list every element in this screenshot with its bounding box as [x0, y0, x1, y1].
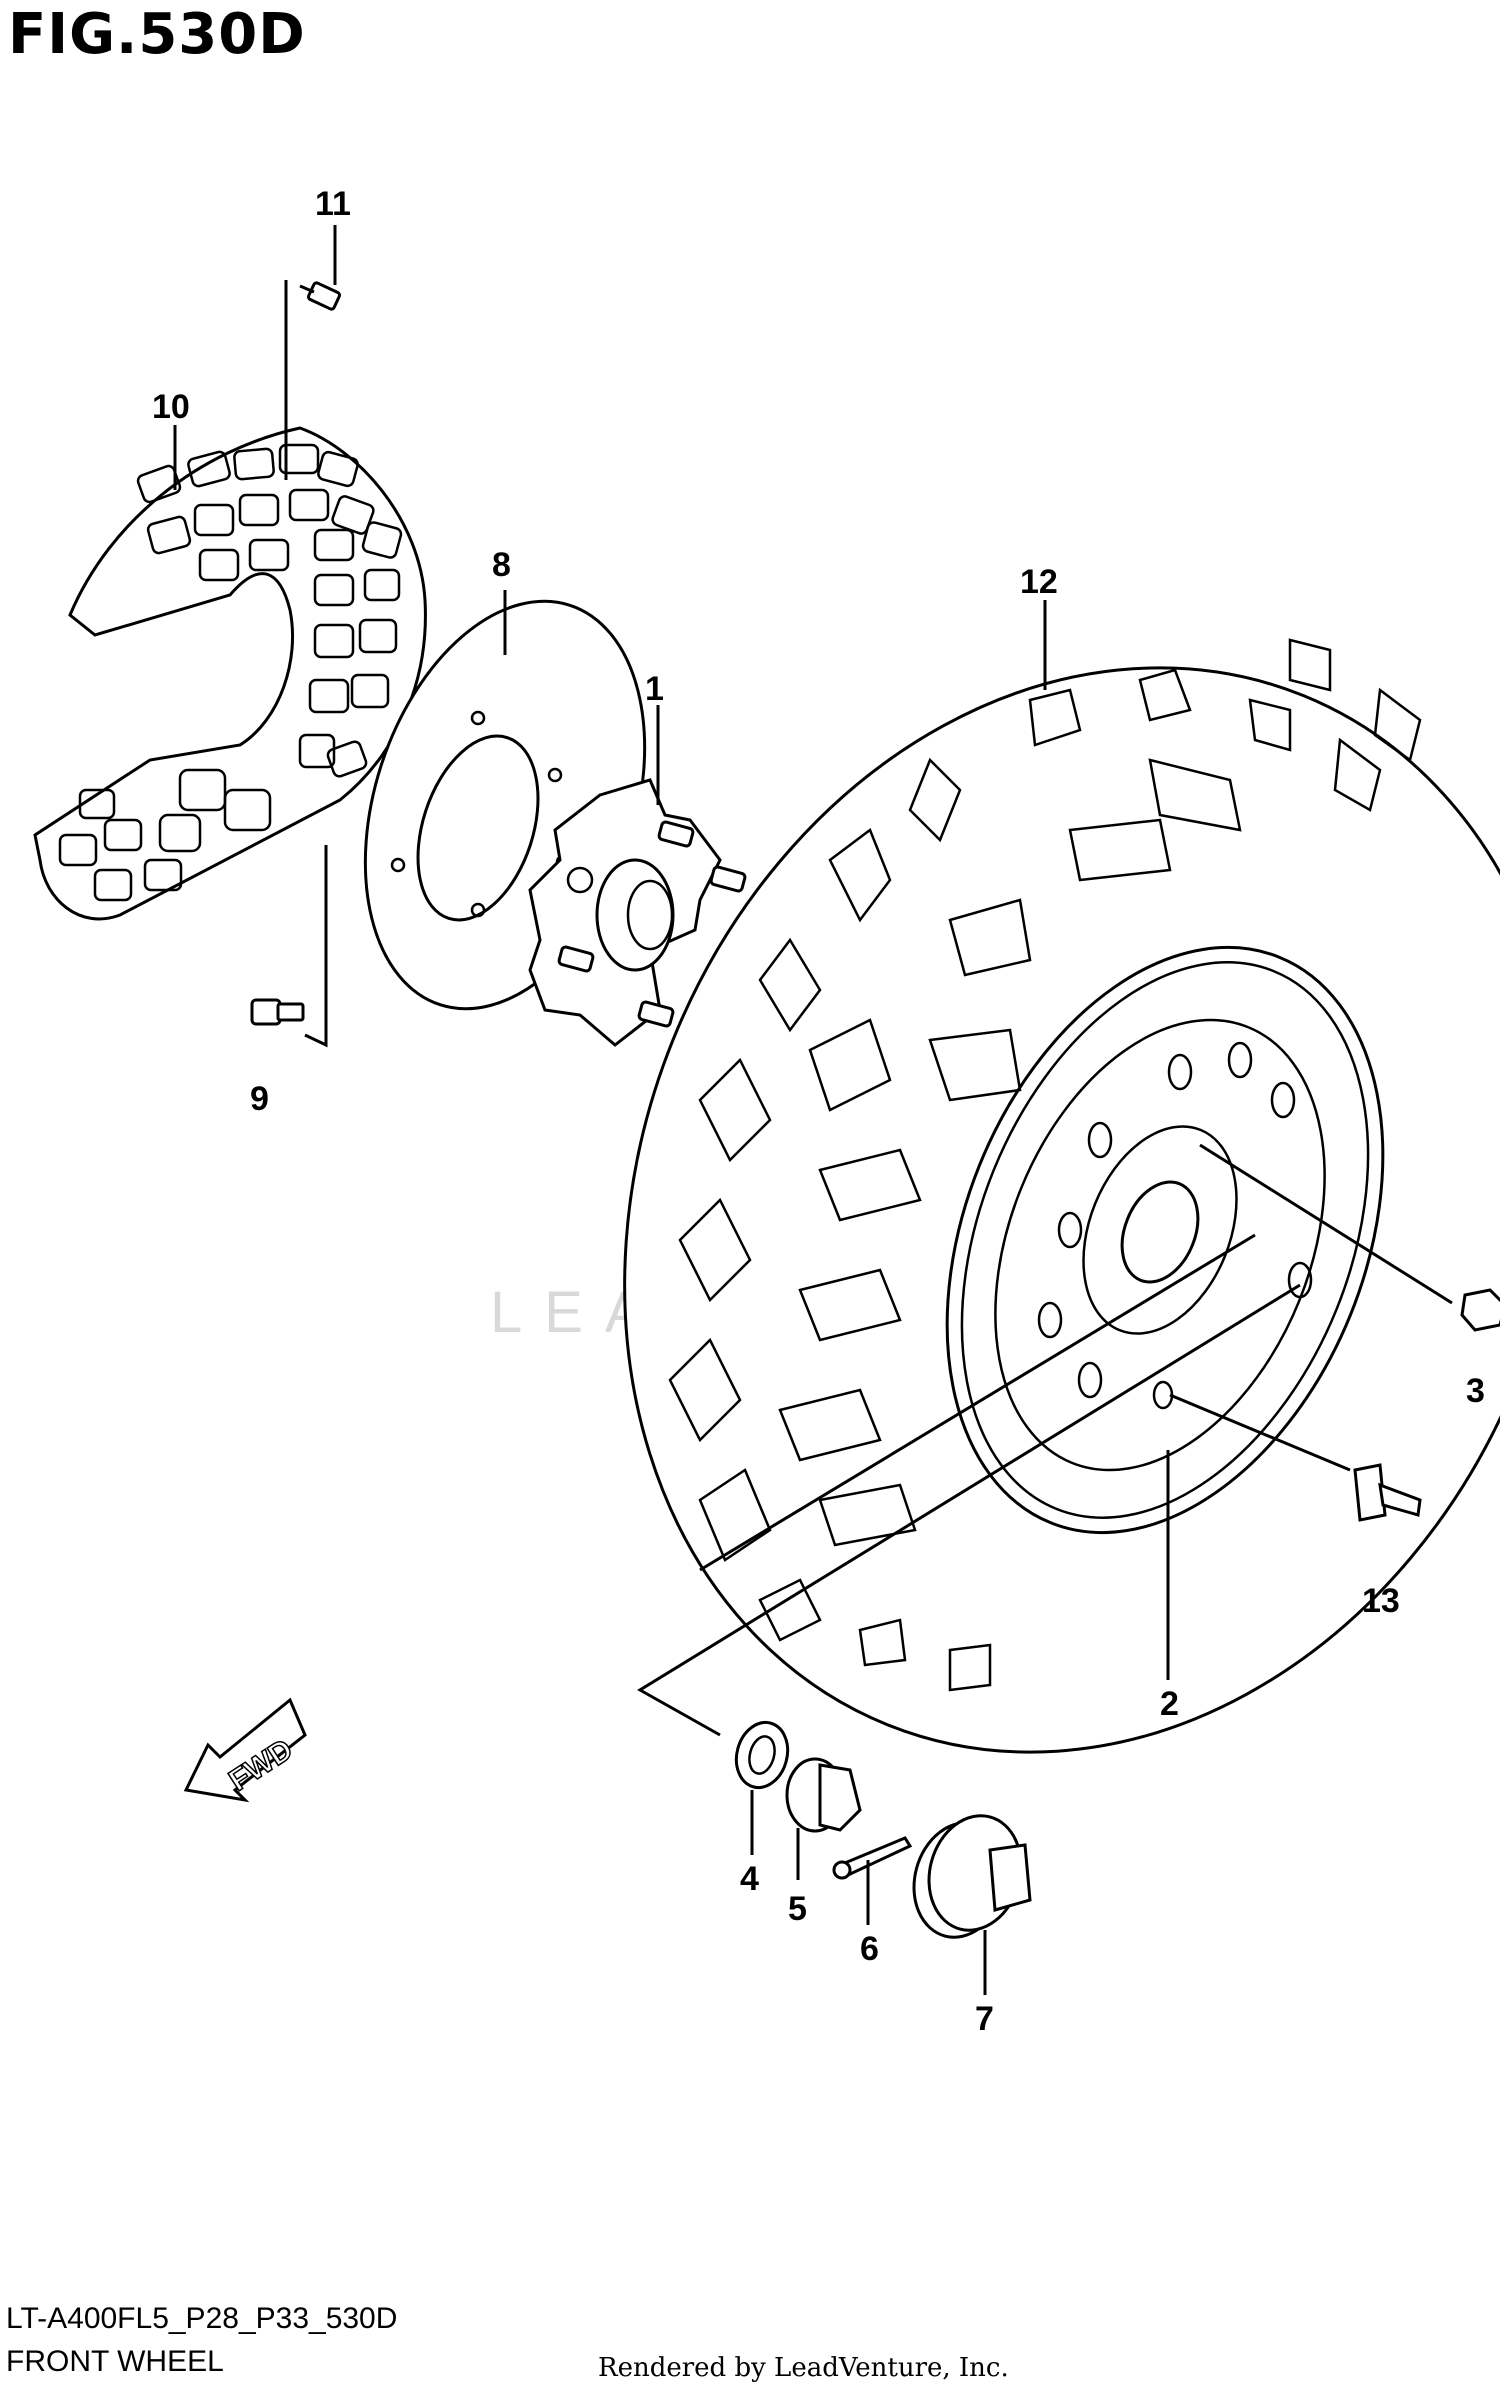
hub-cap-part-7[interactable] — [902, 1805, 1034, 1995]
wheel-hub-part-1[interactable] — [528, 778, 747, 1047]
callout-9: 9 — [250, 1080, 269, 1118]
callout-7: 7 — [975, 2000, 994, 2038]
callout-4: 4 — [740, 1860, 759, 1898]
tire-assembly-part-12[interactable] — [465, 525, 1500, 1895]
nut-part-3[interactable] — [1199, 1143, 1500, 1332]
callout-2: 2 — [1160, 1685, 1179, 1723]
washer-part-4[interactable] — [729, 1717, 794, 1855]
callout-11: 11 — [315, 185, 351, 223]
axle-hardware-line — [699, 1233, 1256, 1572]
section-name: FRONT WHEEL — [6, 2345, 224, 2378]
brake-guard-part-10[interactable] — [33, 426, 427, 921]
castle-nut-part-5[interactable] — [785, 1757, 862, 1880]
callout-3: 3 — [1466, 1372, 1485, 1410]
render-credit: Rendered by LeadVenture, Inc. — [598, 2353, 1009, 2383]
callout-12: 12 — [1020, 563, 1058, 601]
valve-part-13[interactable] — [1169, 1393, 1422, 1522]
screw-part-9[interactable] — [250, 845, 328, 1048]
cotter-pin-part-6[interactable] — [832, 1836, 913, 1925]
callout-5: 5 — [788, 1890, 807, 1928]
fwd-arrow-icon: FWD — [183, 1697, 307, 1803]
model-code: LT-A400FL5_P28_P33_530D — [6, 2302, 398, 2335]
figure-title: FIG.530D — [8, 2, 306, 67]
callout-6: 6 — [860, 1930, 879, 1968]
screw-part-11[interactable] — [284, 280, 342, 480]
callout-10: 10 — [152, 388, 190, 426]
callout-1: 1 — [645, 670, 664, 708]
callout-13: 13 — [1362, 1582, 1400, 1620]
axle-hardware-bracket — [637, 1283, 1301, 1737]
callout-8: 8 — [492, 546, 511, 584]
